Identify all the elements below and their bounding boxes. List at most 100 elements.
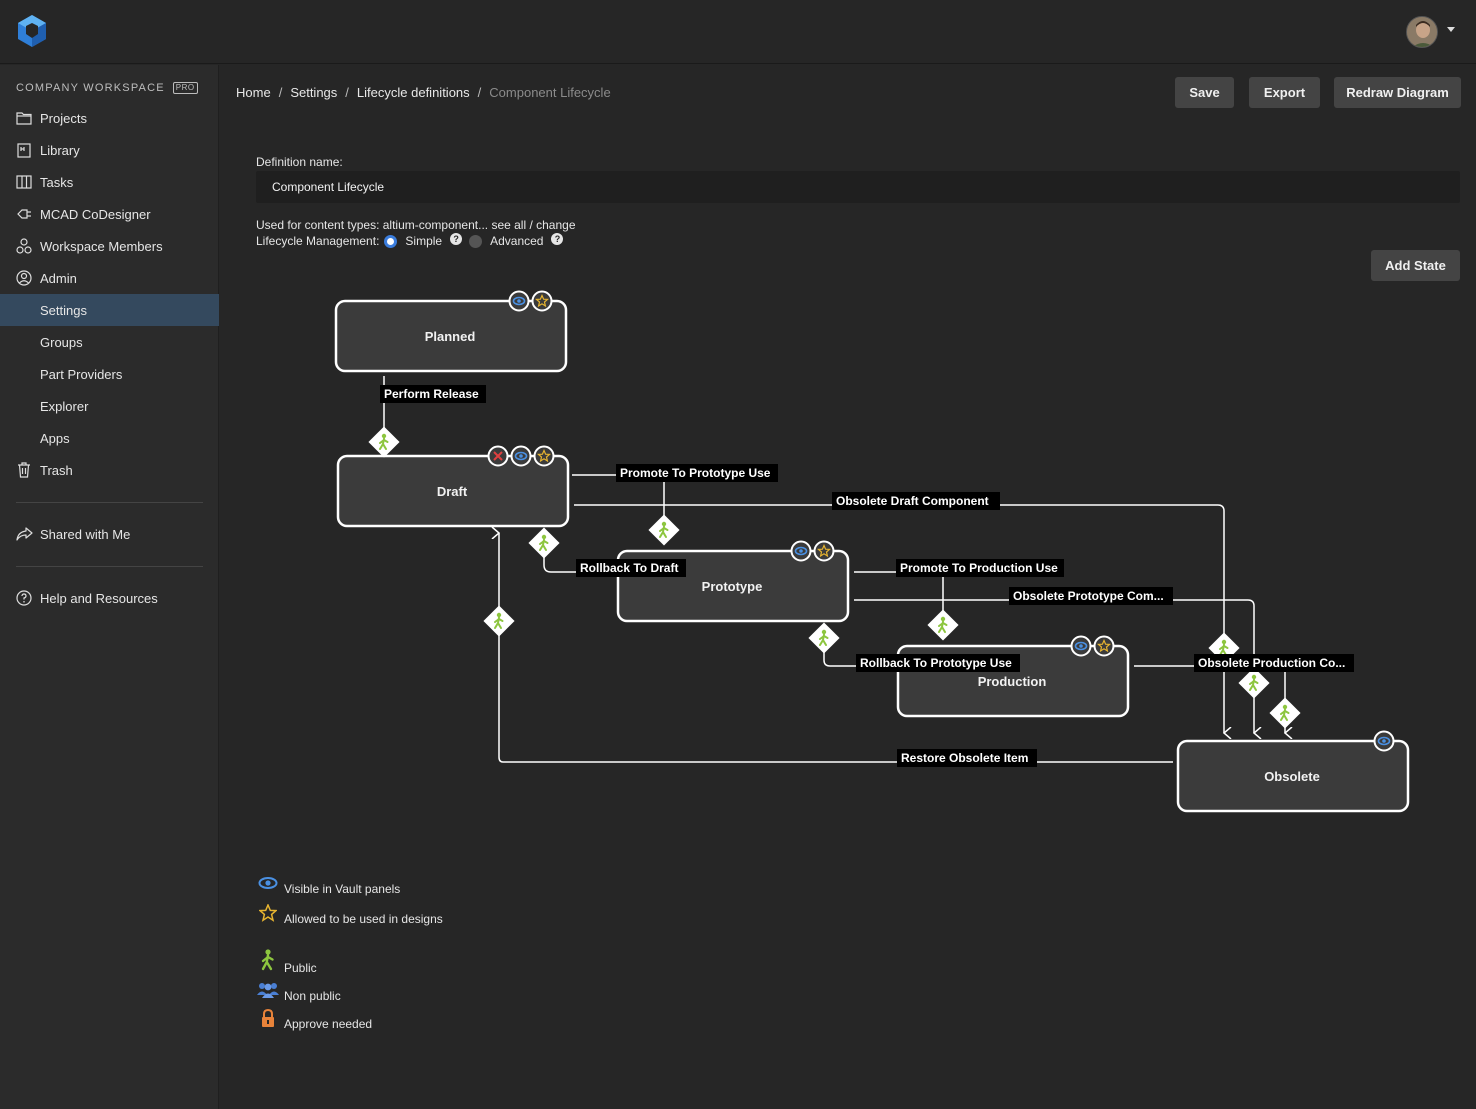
add-state-button[interactable]: Add State (1371, 250, 1460, 281)
sidebar-item-label: Shared with Me (40, 526, 131, 542)
sidebar-item-label: Apps (40, 430, 70, 446)
user-avatar[interactable] (1406, 16, 1438, 48)
transition-label: Restore Obsolete Item (901, 751, 1028, 765)
state-label: Draft (437, 484, 468, 499)
transition-obsolete-production[interactable]: Obsolete Production Co... (1194, 654, 1354, 672)
altium-logo-icon[interactable] (16, 14, 48, 48)
export-button[interactable]: Export (1249, 77, 1320, 108)
transition-obsolete-prototype[interactable]: Obsolete Prototype Com... (1009, 587, 1173, 605)
group-icon (256, 979, 280, 1001)
lifecycle-management-label: Lifecycle Management: (256, 234, 380, 248)
help-icon[interactable]: ? (551, 233, 564, 245)
sidebar-item-shared-with-me[interactable]: Shared with Me (0, 518, 219, 550)
transition-label: Obsolete Draft Component (836, 494, 989, 508)
breadcrumb-current: Component Lifecycle (489, 85, 611, 100)
state-obsolete[interactable]: Obsolete (1176, 739, 1410, 813)
transition-promote-production[interactable]: Promote To Production Use (896, 559, 1064, 577)
transition-rollback-prototype[interactable]: Rollback To Prototype Use (856, 654, 1020, 672)
transition-label: Promote To Production Use (900, 561, 1058, 575)
simple-radio[interactable] (384, 234, 398, 248)
sidebar-divider (16, 502, 203, 503)
sidebar-item-label: Projects (40, 110, 87, 126)
breadcrumb: Home / Settings / Lifecycle definitions … (236, 85, 611, 100)
breadcrumb-home[interactable]: Home (236, 85, 271, 100)
legend-public: Public (256, 945, 317, 975)
legend-non-public: Non public (256, 977, 341, 1003)
transition-perform-release[interactable]: Perform Release (380, 385, 486, 403)
sidebar-item-label: Help and Resources (40, 590, 158, 606)
sidebar-item-apps[interactable]: Apps (0, 422, 219, 454)
trash-icon (15, 461, 33, 479)
public-walker-icon[interactable] (368, 426, 400, 458)
sidebar-item-help[interactable]: Help and Resources (0, 582, 219, 614)
legend-approve: Approve needed (256, 1005, 372, 1031)
sidebar-divider (16, 566, 203, 567)
public-walker-icon[interactable] (648, 514, 680, 546)
sidebar-item-mcad-codesigner[interactable]: MCAD CoDesigner (0, 198, 219, 230)
top-bar (0, 0, 1476, 64)
transition-label: Promote To Prototype Use (620, 466, 771, 480)
state-draft[interactable]: Draft (336, 454, 570, 528)
transition-label: Rollback To Draft (580, 561, 678, 575)
public-walker-icon[interactable] (1238, 667, 1270, 699)
help-icon[interactable]: ? (450, 233, 463, 245)
sidebar-item-explorer[interactable]: Explorer (0, 390, 219, 422)
sidebar-item-label: Workspace Members (40, 238, 163, 254)
sidebar-item-workspace-members[interactable]: Workspace Members (0, 230, 219, 262)
transition-restore-obsolete[interactable]: Restore Obsolete Item (897, 749, 1037, 767)
tasks-icon (15, 173, 33, 191)
star-icon (256, 902, 280, 924)
library-icon (15, 141, 33, 159)
legend-allowed: Allowed to be used in designs (256, 900, 443, 926)
redraw-diagram-button[interactable]: Redraw Diagram (1334, 77, 1461, 108)
sidebar-item-projects[interactable]: Projects (0, 102, 219, 134)
definition-name-label: Definition name: (256, 155, 343, 169)
used-for-content-types[interactable]: Used for content types: altium-component… (256, 218, 576, 232)
workspace-label: COMPANY WORKSPACE (16, 82, 165, 94)
sidebar-item-label: Trash (40, 462, 73, 478)
sidebar-item-label: Explorer (40, 398, 89, 414)
state-label: Production (978, 674, 1047, 689)
sidebar-item-label: Part Providers (40, 366, 123, 382)
state-label: Prototype (702, 579, 763, 594)
lifecycle-management: Lifecycle Management: Simple ? Advanced … (256, 233, 564, 248)
admin-icon (15, 269, 33, 287)
pro-badge: PRO (172, 82, 198, 94)
sidebar-item-library[interactable]: Library (0, 134, 219, 166)
main-content: Home / Settings / Lifecycle definitions … (220, 65, 1476, 1109)
public-walker-icon[interactable] (483, 605, 515, 637)
sidebar-item-tasks[interactable]: Tasks (0, 166, 219, 198)
transition-obsolete-draft[interactable]: Obsolete Draft Component (832, 492, 1000, 510)
public-walker-icon (256, 949, 280, 971)
transition-label: Obsolete Prototype Com... (1013, 589, 1164, 603)
state-planned[interactable]: Planned (334, 299, 568, 373)
folder-icon (15, 109, 33, 127)
sidebar-item-part-providers[interactable]: Part Providers (0, 358, 219, 390)
chevron-down-icon[interactable] (1447, 27, 1455, 32)
state-label: Obsolete (1264, 769, 1320, 784)
sidebar-item-label: Groups (40, 334, 83, 350)
definition-name-input[interactable] (256, 171, 1460, 203)
sidebar-item-trash[interactable]: Trash (0, 454, 219, 486)
transition-rollback-draft[interactable]: Rollback To Draft (576, 559, 686, 577)
advanced-radio[interactable] (469, 234, 483, 248)
help-circle-icon (15, 589, 33, 607)
sidebar-item-admin[interactable]: Admin (0, 262, 219, 294)
sidebar-item-settings[interactable]: Settings (0, 294, 219, 326)
public-walker-icon[interactable] (927, 609, 959, 641)
public-walker-icon[interactable] (1269, 697, 1301, 729)
public-walker-icon[interactable] (808, 622, 840, 654)
transition-line-promote-production (854, 571, 944, 625)
lock-icon (256, 1007, 280, 1029)
transition-promote-prototype[interactable]: Promote To Prototype Use (616, 464, 778, 482)
advanced-label: Advanced (490, 234, 544, 248)
save-button[interactable]: Save (1175, 77, 1234, 108)
sidebar: COMPANY WORKSPACE PRO Projects Library T… (0, 65, 219, 1109)
sidebar-item-groups[interactable]: Groups (0, 326, 219, 358)
eye-icon (256, 872, 280, 894)
breadcrumb-lifecycle-definitions[interactable]: Lifecycle definitions (356, 85, 470, 100)
public-walker-icon[interactable] (528, 527, 560, 559)
breadcrumb-settings[interactable]: Settings (290, 85, 338, 100)
members-icon (15, 237, 33, 255)
simple-label: Simple (405, 234, 443, 248)
